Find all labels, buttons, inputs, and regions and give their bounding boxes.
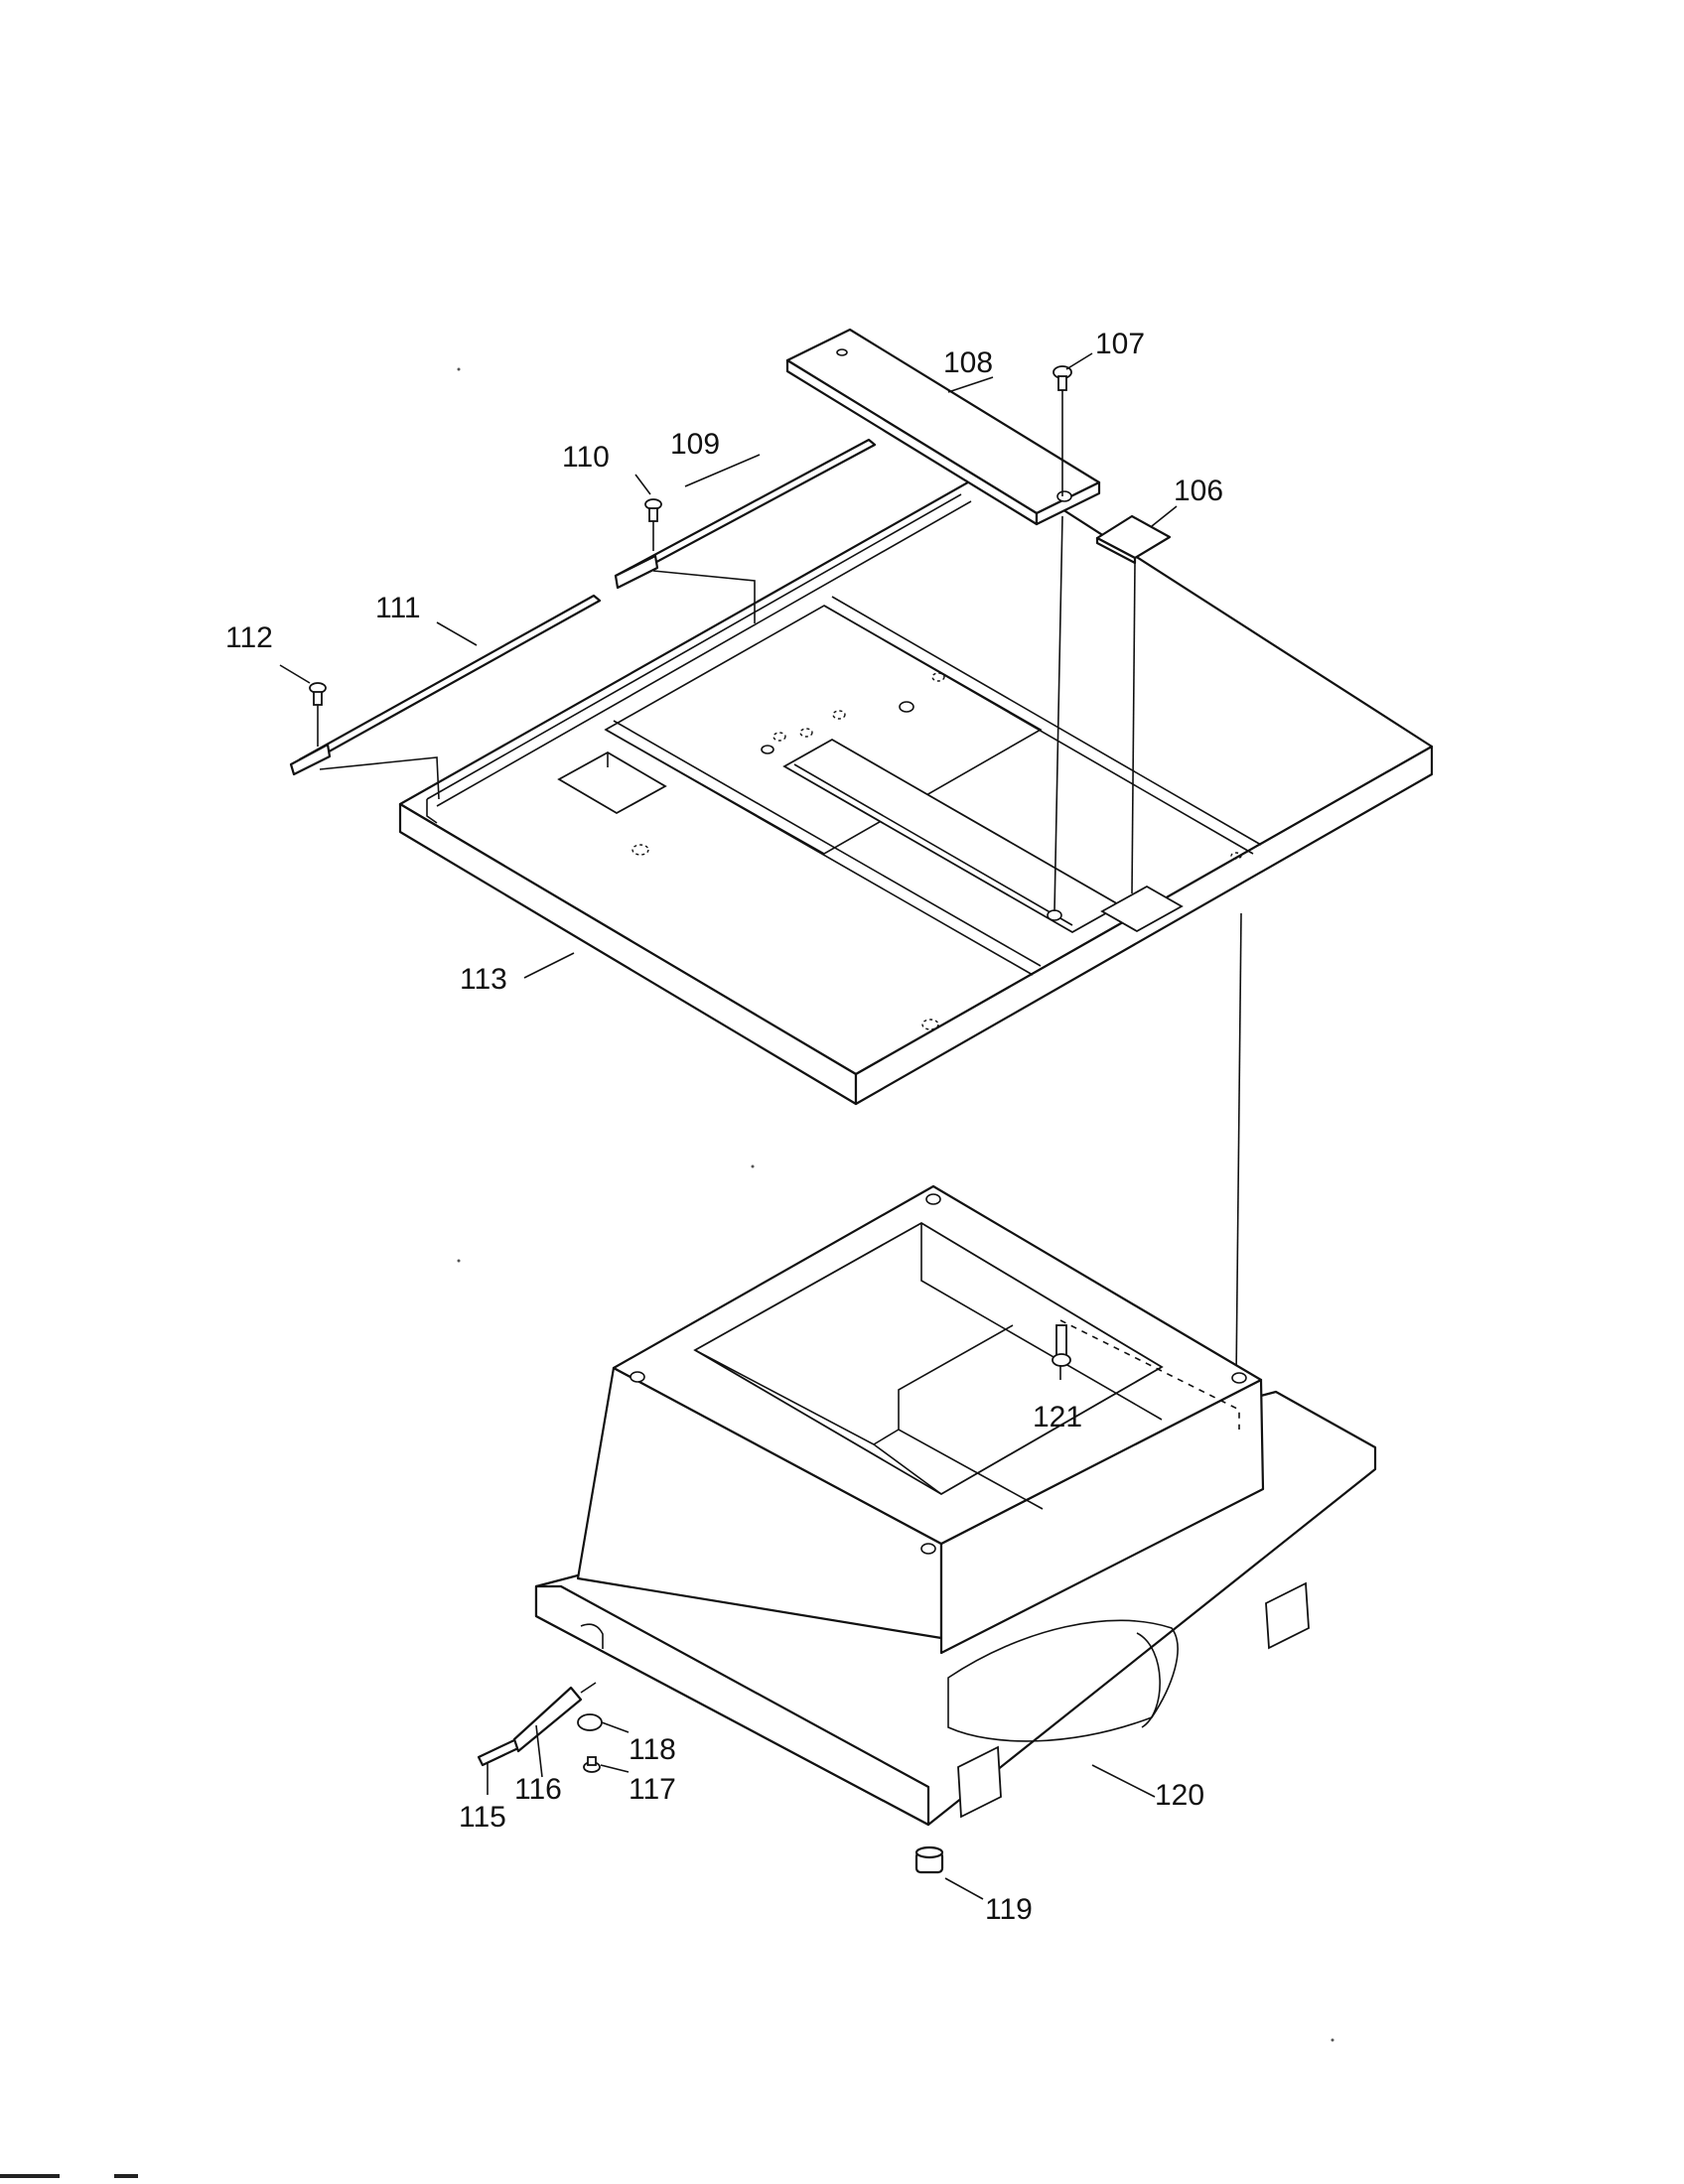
- scan-artifacts: [0, 367, 1334, 2178]
- assembly-guide-lines: [317, 390, 1242, 1381]
- callout-121: 121: [1033, 1401, 1082, 1433]
- callout-117: 117: [629, 1773, 676, 1806]
- callout-118: 118: [629, 1733, 676, 1766]
- callout-120: 120: [1155, 1779, 1204, 1812]
- callout-109: 109: [670, 428, 720, 461]
- screw-part-121: [1052, 1324, 1071, 1367]
- power-cord-part-115: [477, 1737, 522, 1767]
- strain-relief-part-116: [512, 1682, 597, 1753]
- screw-part-110: [644, 498, 662, 522]
- strip-part-109: [614, 438, 877, 590]
- bracket-part-108: [785, 328, 1101, 526]
- callout-111: 111: [375, 592, 421, 624]
- callout-labels: 106 107 108 109 110 111 112 113 115 116 …: [225, 328, 1223, 1926]
- callout-115: 115: [459, 1801, 506, 1834]
- callout-113: 113: [460, 963, 507, 996]
- callout-106: 106: [1174, 475, 1223, 507]
- callout-110: 110: [562, 441, 610, 474]
- table-top-part-113: [398, 465, 1434, 1106]
- callout-116: 116: [514, 1773, 562, 1806]
- screw-part-112: [309, 682, 327, 706]
- cabinet-base-part-120: [534, 1184, 1377, 1827]
- screw-part-117: [583, 1756, 601, 1773]
- screw-part-107: [1052, 365, 1072, 391]
- callout-112: 112: [225, 621, 273, 654]
- foot-part-119: [914, 1845, 944, 1874]
- callout-119: 119: [985, 1893, 1033, 1926]
- cord-clamp-part-118: [577, 1713, 603, 1731]
- plate-part-106: [1095, 514, 1172, 565]
- callout-108: 108: [943, 346, 993, 379]
- strip-part-111: [289, 594, 602, 776]
- callout-leaders: [279, 352, 1178, 1900]
- callout-107: 107: [1095, 328, 1145, 360]
